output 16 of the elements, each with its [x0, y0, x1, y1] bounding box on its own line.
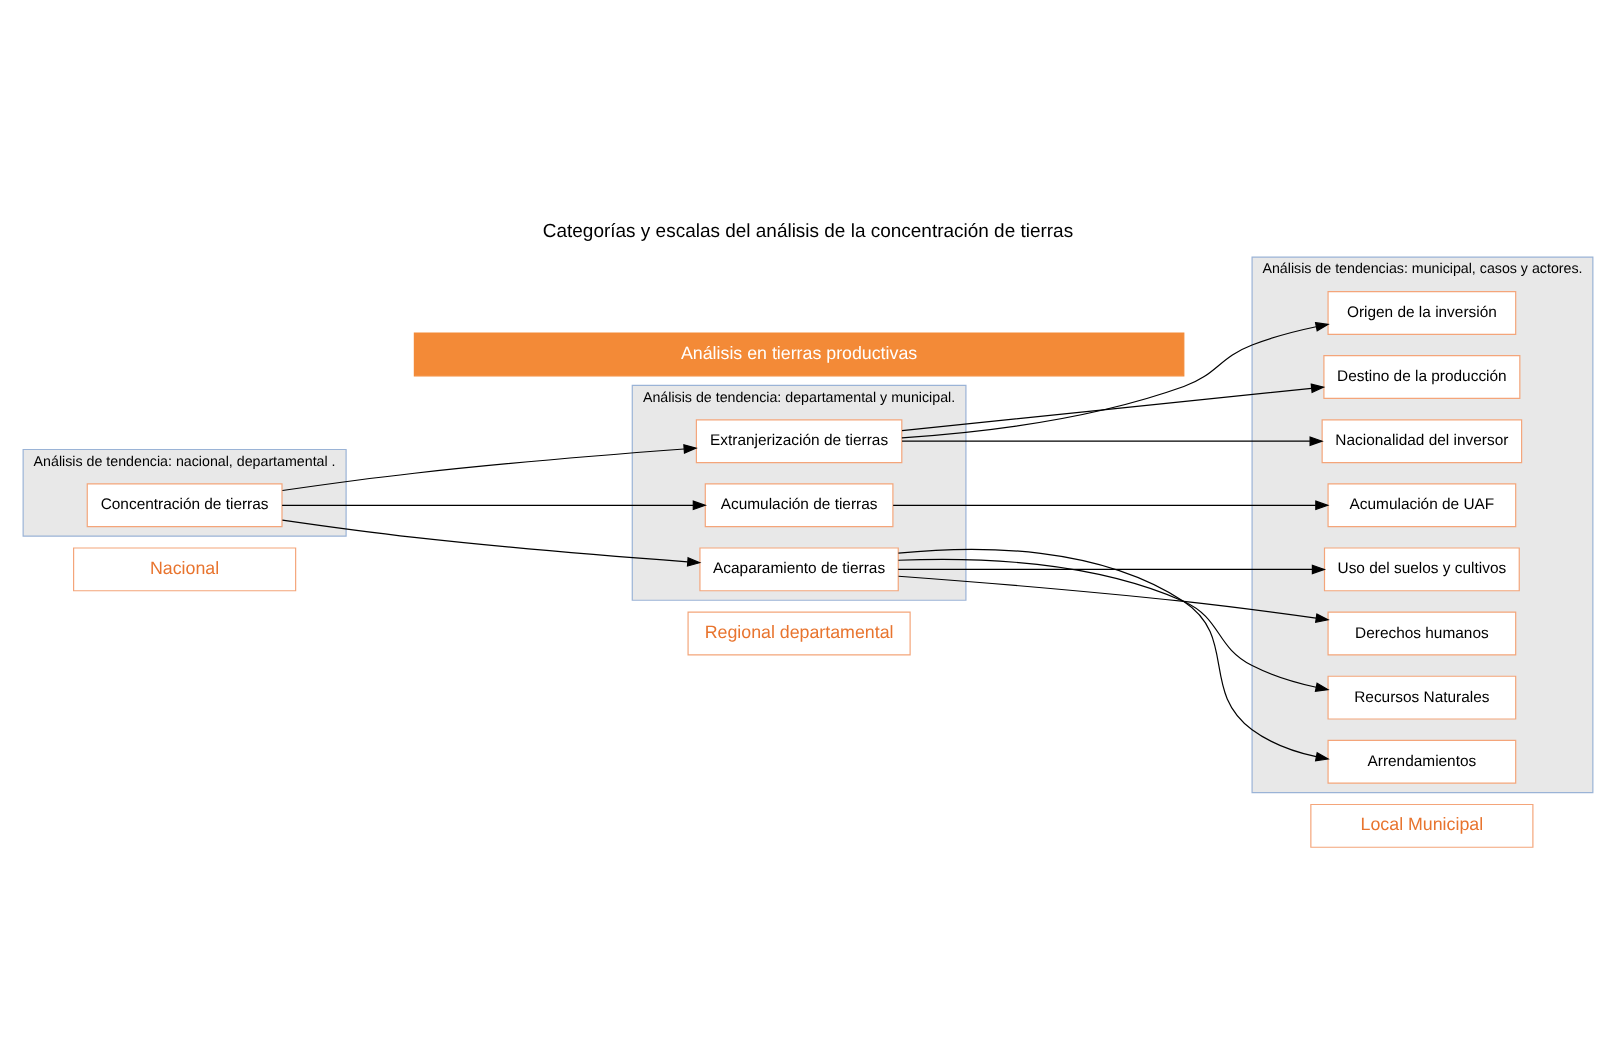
arrow [897, 574, 1330, 623]
arrow [281, 499, 707, 510]
arrow [897, 547, 1330, 761]
node-box: Análisis en tierras productivas [413, 331, 1185, 376]
arrow [897, 563, 1327, 574]
node-box: Nacional [73, 546, 297, 591]
node-box: Local Municipal [1310, 802, 1534, 847]
arrow [901, 382, 1326, 431]
diagram-title: Categorías y escalas del análisis de la concentración de tierras [542, 219, 1074, 242]
node-box: Regional departamental [687, 610, 911, 655]
arrow [281, 443, 698, 491]
arrow [897, 557, 1330, 692]
arrow [892, 499, 1330, 510]
arrow [281, 518, 702, 566]
arrow [901, 435, 1324, 446]
arrow [901, 320, 1330, 438]
